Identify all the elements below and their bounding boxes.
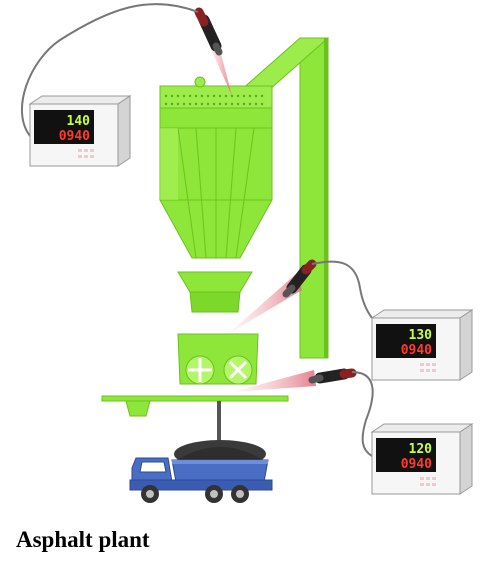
thermometer-bottom-right: 120 0940 (370, 423, 474, 495)
dump-truck (129, 440, 273, 503)
hopper-top-knob (194, 76, 206, 88)
laser-beam-middle (228, 274, 302, 334)
display-screen (34, 110, 94, 144)
truck-wheels (141, 485, 249, 503)
display-screen (376, 438, 436, 472)
ir-sensor-top (194, 7, 223, 56)
display-pv: 120 (409, 442, 433, 457)
ir-sensor-bottom (308, 368, 357, 384)
thermometer-middle-right: 130 0940 (370, 309, 474, 381)
display-sv: 0940 (401, 343, 432, 358)
hopper-top-perforation (164, 94, 264, 106)
display-screen (376, 324, 436, 358)
unit-buttons (420, 477, 436, 486)
display-sv: 0940 (59, 129, 90, 144)
elevator-column (230, 37, 330, 359)
laser-beam-top (206, 38, 232, 96)
pug-mill-mixer (177, 333, 259, 385)
diagram-caption: Asphalt plant (16, 527, 150, 552)
display-sv: 0940 (401, 457, 432, 472)
discharge-chute (177, 271, 253, 313)
thermometer-top-left: 140 0940 (28, 95, 132, 167)
laser-beam-bottom (232, 370, 316, 392)
ir-sensor-middle (282, 259, 317, 298)
display-pv: 140 (67, 114, 91, 129)
sensor-cables (21, 3, 374, 457)
unit-buttons (78, 149, 94, 158)
display-pv: 130 (409, 328, 433, 343)
loading-platform (101, 395, 289, 445)
unit-buttons (420, 363, 436, 372)
aggregate-hopper (159, 76, 273, 259)
